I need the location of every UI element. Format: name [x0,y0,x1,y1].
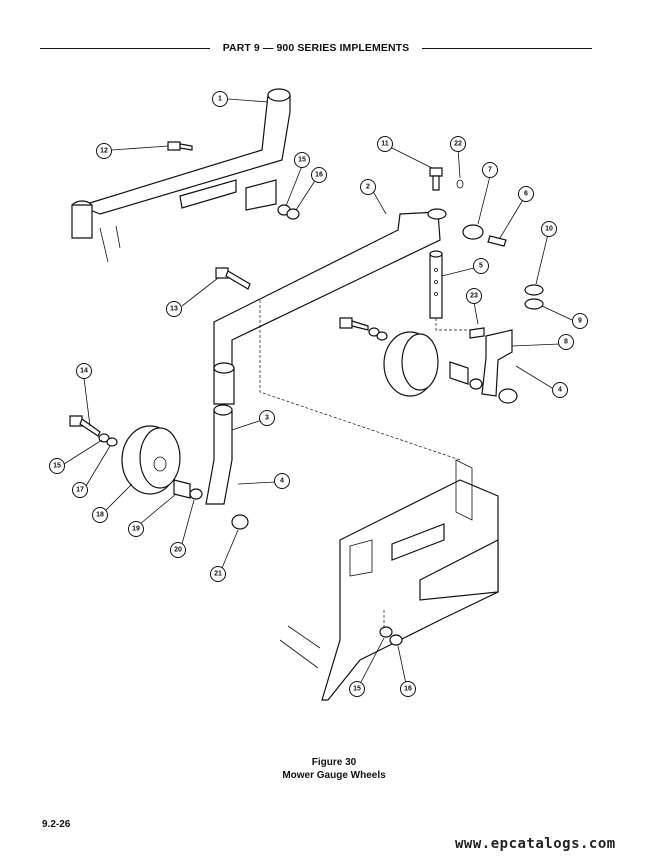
callout-6: 6 [518,186,534,202]
callout-22: 22 [450,136,466,152]
svg-text:7: 7 [488,167,492,174]
callout-4-left: 4 [274,473,290,489]
svg-text:14: 14 [80,368,88,375]
callout-10: 10 [541,221,557,237]
website-watermark: www.epcatalogs.com [455,836,616,852]
callout-23: 23 [466,288,482,304]
figure-title: Mower Gauge Wheels [282,770,386,781]
header-rule-right [422,48,592,49]
callout-21: 21 [210,566,226,582]
ring-22 [456,179,464,189]
svg-text:15: 15 [353,686,361,693]
bolt-12 [167,141,193,151]
svg-text:16: 16 [404,686,412,693]
callout-11: 11 [377,136,393,152]
bolt-14-group [69,415,118,447]
bolt-11 [429,167,443,191]
svg-text:6: 6 [524,191,528,198]
svg-text:13: 13 [170,306,178,313]
callout-2: 2 [360,179,376,195]
deck-bracket [321,459,499,701]
callout-19: 19 [128,521,144,537]
svg-text:20: 20 [174,547,182,554]
washers-9-10 [524,284,544,310]
svg-text:16: 16 [315,172,323,179]
svg-text:12: 12 [100,148,108,155]
wheel-right [339,317,483,397]
wheel-bracket-8 [469,327,518,404]
leader-lines [63,98,573,685]
callout-4-right: 4 [552,382,568,398]
svg-text:2: 2 [366,184,370,191]
svg-text:18: 18 [96,512,104,519]
callout-9: 9 [572,313,588,329]
svg-text:4: 4 [280,478,284,485]
wheel-left [121,425,249,530]
callout-16-lower: 16 [400,681,416,697]
callout-15-lower: 15 [349,681,365,697]
svg-text:15: 15 [53,463,61,470]
sleeve [213,362,235,405]
callout-7: 7 [482,162,498,178]
collar-7 [462,224,507,247]
svg-text:9: 9 [578,318,582,325]
callout-15-upper: 15 [294,152,310,168]
callout-18: 18 [92,507,108,523]
svg-text:23: 23 [470,293,478,300]
svg-text:11: 11 [381,141,389,148]
page-number: 9.2-26 [42,819,71,830]
svg-text:3: 3 [265,415,269,422]
callout-16-upper: 16 [311,167,327,183]
callout-20: 20 [170,542,186,558]
callout-13: 13 [166,301,182,317]
callout-14: 14 [76,363,92,379]
svg-text:21: 21 [214,571,222,578]
callout-15-left: 15 [49,458,65,474]
header-rule-left [40,48,210,49]
callout-5: 5 [473,258,489,274]
callout-8: 8 [558,334,574,350]
svg-text:5: 5 [479,263,483,270]
svg-text:1: 1 [218,96,222,103]
callout-1: 1 [212,91,228,107]
svg-text:15: 15 [298,157,306,164]
figure-number: Figure 30 [311,757,357,768]
bolt-13 [215,267,251,290]
washers-upper [277,204,300,220]
washers-lower [379,626,403,646]
svg-text:8: 8 [564,339,568,346]
svg-text:10: 10 [545,226,553,233]
callout-3: 3 [259,410,275,426]
callout-12: 12 [96,143,112,159]
axle-bar-upper [71,88,291,263]
svg-text:4: 4 [558,387,562,394]
header-title: PART 9 — 900 SERIES IMPLEMENTS [222,42,410,54]
spindle-5 [429,250,443,319]
svg-text:17: 17 [76,487,84,494]
svg-text:19: 19 [132,526,140,533]
svg-text:22: 22 [454,141,462,148]
wheel-arm-left [205,404,233,505]
callout-17: 17 [72,482,88,498]
page-header: PART 9 — 900 SERIES IMPLEMENTS [40,40,592,56]
